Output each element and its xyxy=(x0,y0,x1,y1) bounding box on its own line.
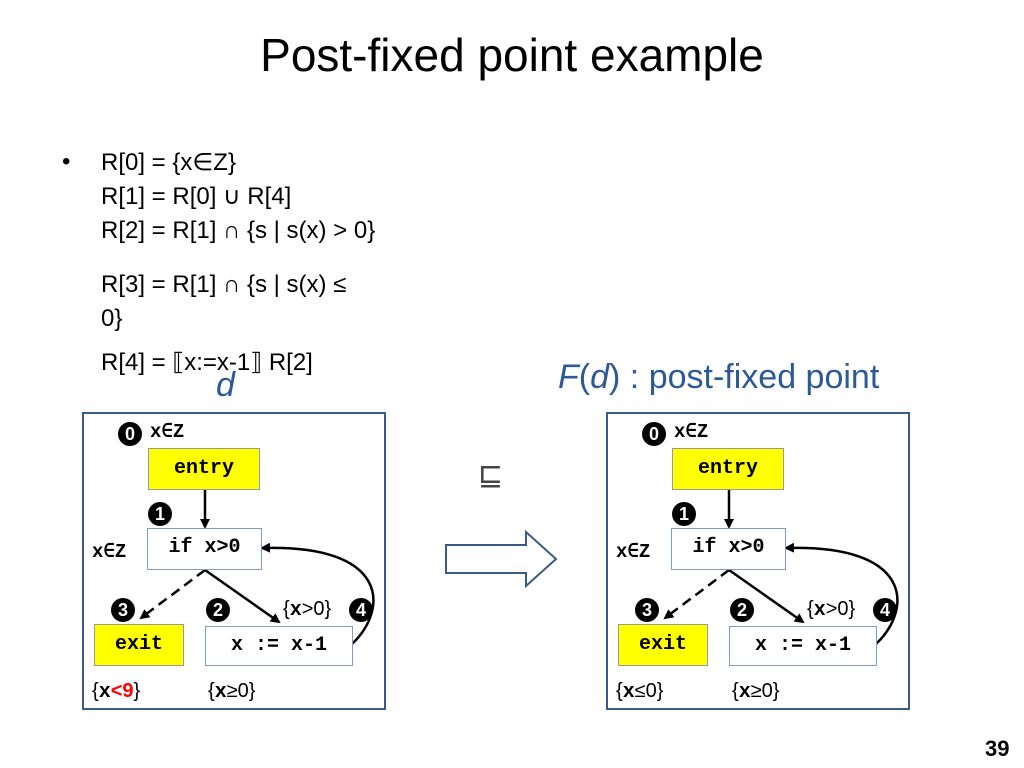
equation-r1: R[1] = R[0] ∪ R[4] xyxy=(101,183,292,210)
subset-symbol: ⊑ xyxy=(478,459,504,492)
entry-node: entry xyxy=(148,448,260,490)
var-x: x xyxy=(622,681,635,704)
node-number-3: 3 xyxy=(635,598,659,622)
assign-node: x := x-1 xyxy=(205,626,353,666)
cond-nonpositive: ≤0} xyxy=(634,680,664,702)
equation-r2: R[2] = R[1] ∩ {s | s(x) > 0} xyxy=(101,217,376,244)
assign-node: x := x-1 xyxy=(729,626,877,666)
equation-r0: R[0] = {x∈Z} xyxy=(101,149,236,176)
var-x: x xyxy=(98,681,111,704)
cond-nonneg: ≥0} xyxy=(226,680,256,702)
label-assign-state: {x≥0} xyxy=(208,680,255,704)
bullet-dot: • xyxy=(62,148,71,175)
node-number-4: 4 xyxy=(349,598,373,622)
f-symbol: F xyxy=(558,358,579,396)
right-graph-label: F(d) : post-fixed point xyxy=(558,358,879,397)
node-number-2: 2 xyxy=(730,598,754,622)
paren-open: ( xyxy=(578,358,591,396)
cond-positive: >0} xyxy=(825,598,856,620)
label-cond-x-in-z: x∈Z xyxy=(92,541,127,563)
exit-node: exit xyxy=(618,624,708,666)
brace-close: } xyxy=(133,680,141,702)
left-graph-label: d xyxy=(216,366,235,404)
equation-r3-cont: 0} xyxy=(101,305,123,332)
label-assign-state: {x≥0} xyxy=(732,680,779,704)
cond-nonneg: ≥0} xyxy=(750,680,780,702)
implies-arrow xyxy=(445,530,558,588)
var-x: x xyxy=(738,681,751,704)
equation-r3: R[3] = R[1] ∩ {s | s(x) ≤ xyxy=(101,271,347,298)
label-x-in-z: x∈Z xyxy=(674,421,709,443)
d-symbol: d xyxy=(590,358,610,396)
var-x: x xyxy=(813,599,826,622)
right-graph-frame: 0 x∈Z entry 1 x∈Z if x>0 3 2 {x>0} 4 exi… xyxy=(606,412,910,710)
node-number-4: 4 xyxy=(873,598,897,622)
var-x: x xyxy=(214,681,227,704)
node-number-3: 3 xyxy=(111,598,135,622)
condition-node: if x>0 xyxy=(147,528,262,570)
post-fixed-text: ) : post-fixed point xyxy=(609,358,880,396)
label-x-positive: {x>0} xyxy=(283,598,331,622)
brace-open: { xyxy=(732,680,739,702)
label-cond-x-in-z: x∈Z xyxy=(616,541,651,563)
cond-positive: >0} xyxy=(301,598,332,620)
brace-open: { xyxy=(208,680,215,702)
brace-open: { xyxy=(807,598,814,620)
label-exit-state: {x≤0} xyxy=(616,680,663,704)
node-number-1: 1 xyxy=(672,502,696,526)
label-x-positive: {x>0} xyxy=(807,598,855,622)
equation-r4: R[4] = ⟦x:=x-1⟧ R[2] xyxy=(101,349,313,376)
node-number-0: 0 xyxy=(642,422,666,446)
node-number-0: 0 xyxy=(118,422,142,446)
brace-open: { xyxy=(616,680,623,702)
node-number-1: 1 xyxy=(148,502,172,526)
left-graph-frame: 0 x∈Z entry 1 x∈Z if x>0 3 2 {x>0} 4 exi… xyxy=(82,412,386,710)
slide-number: 39 xyxy=(985,736,1010,761)
brace-open: { xyxy=(92,680,99,702)
left-graph-edges xyxy=(139,490,375,645)
label-exit-state: {x<9} xyxy=(92,680,140,704)
right-graph-edges xyxy=(663,490,899,645)
slide-title: Post-fixed point example xyxy=(260,29,764,81)
brace-open: { xyxy=(283,598,290,620)
condition-node: if x>0 xyxy=(671,528,786,570)
cond-less-than-9: <9 xyxy=(110,680,134,702)
var-x: x xyxy=(289,599,302,622)
label-x-in-z: x∈Z xyxy=(150,421,185,443)
node-number-2: 2 xyxy=(206,598,230,622)
entry-node: entry xyxy=(672,448,784,490)
exit-node: exit xyxy=(94,624,184,666)
